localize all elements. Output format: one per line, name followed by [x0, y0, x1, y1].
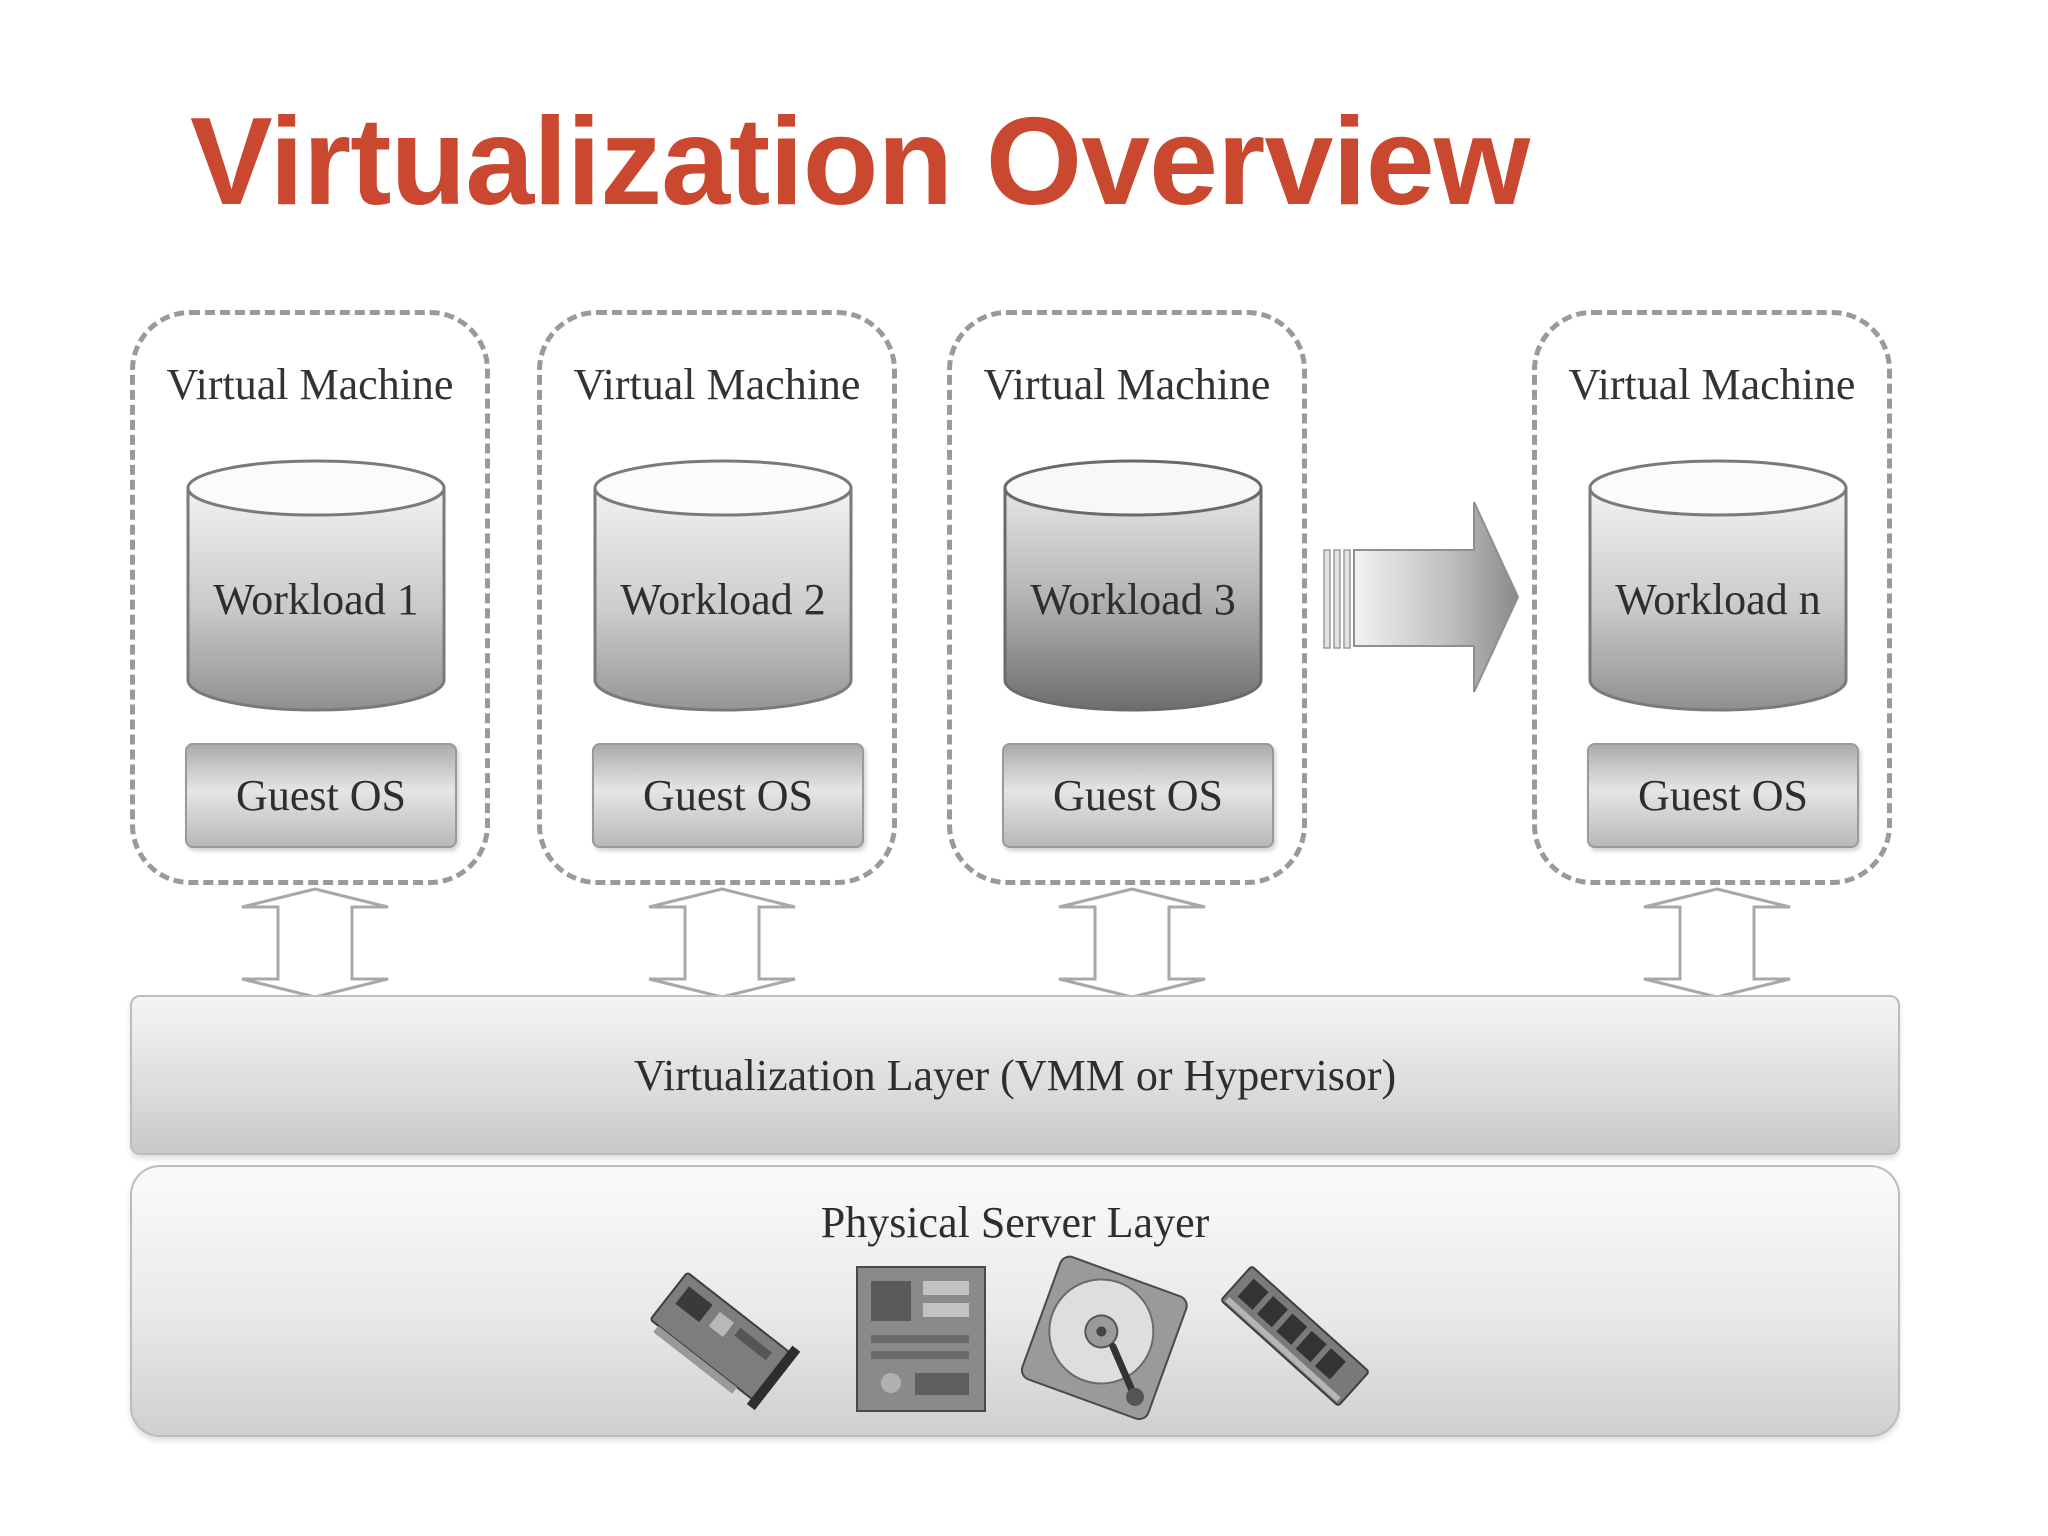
bidirectional-arrow-icon [647, 887, 797, 999]
vm-label: Virtual Machine [573, 360, 861, 409]
vm-label: Virtual Machine [1568, 360, 1856, 409]
workload-cylinder: Workload 1 [185, 458, 447, 713]
workload-label: Workload n [1615, 575, 1821, 624]
physical-layer-label: Physical Server Layer [820, 1198, 1210, 1247]
memory-module-icon [1210, 1251, 1380, 1421]
motherboard-icon [835, 1251, 1005, 1421]
vm-label: Virtual Machine [983, 360, 1271, 409]
guest-os-box: Guest OS [1587, 743, 1859, 848]
network-card-icon [635, 1251, 805, 1421]
hard-disk-icon [1020, 1251, 1190, 1421]
virtual-machine-1: Virtual Machine Workload 1 Guest OS [130, 310, 490, 885]
workload-cylinder: Workload n [1587, 458, 1849, 713]
guest-os-box: Guest OS [1002, 743, 1274, 848]
guest-os-box: Guest OS [592, 743, 864, 848]
virtual-machine-n: Virtual Machine Workload n Guest OS [1532, 310, 1892, 885]
page-title: Virtualization Overview [190, 93, 1530, 231]
workload-cylinder: Workload 3 [1002, 458, 1264, 713]
workload-label: Workload 1 [213, 575, 419, 624]
bidirectional-arrow-icon [1057, 887, 1207, 999]
bidirectional-arrow-icon [1642, 887, 1792, 999]
vm-label: Virtual Machine [166, 360, 454, 409]
physical-server-layer: Physical Server Layer [130, 1165, 1900, 1437]
virtual-machine-3: Virtual Machine Workload 3 Guest OS [947, 310, 1307, 885]
virtual-machine-2: Virtual Machine Workload 2 Guest OS [537, 310, 897, 885]
workload-cylinder: Workload 2 [592, 458, 854, 713]
virtualization-layer: Virtualization Layer (VMM or Hypervisor) [130, 995, 1900, 1155]
bidirectional-arrow-icon [240, 887, 390, 999]
workload-label: Workload 2 [620, 575, 826, 624]
guest-os-box: Guest OS [185, 743, 457, 848]
workload-label: Workload 3 [1030, 575, 1236, 624]
migration-arrow-icon [1322, 498, 1522, 696]
